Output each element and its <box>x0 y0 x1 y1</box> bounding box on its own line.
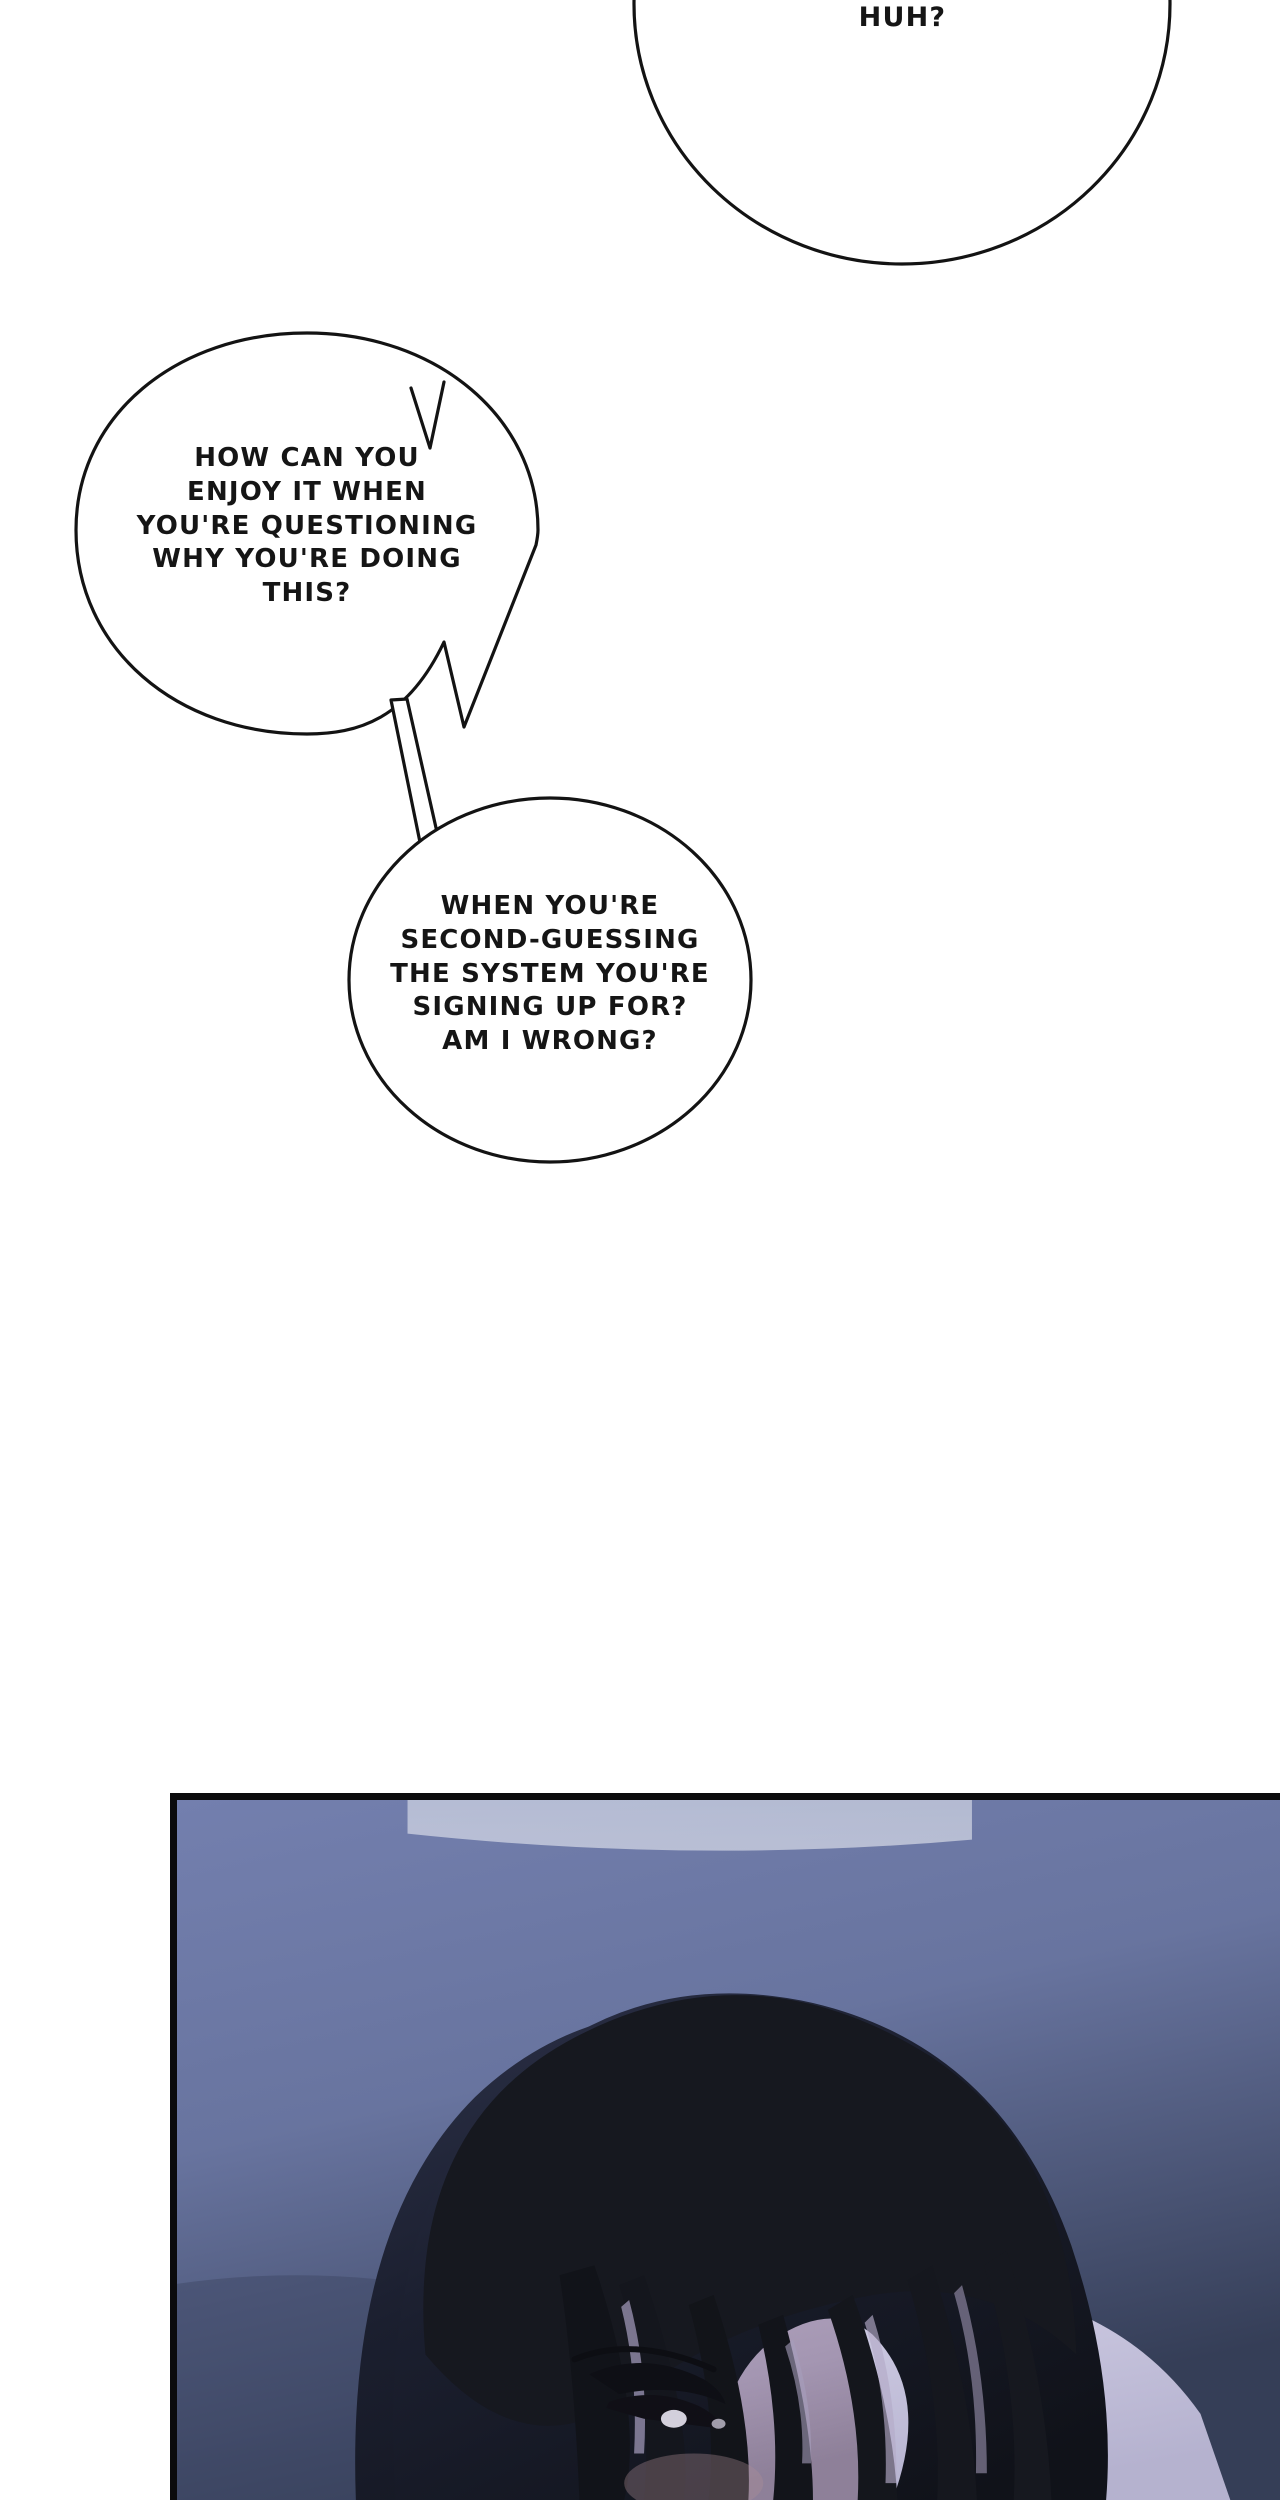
character-eye <box>571 2346 726 2429</box>
artwork-illustration <box>177 1800 1280 2500</box>
speech-bubble-when-youre-second-guessing: WHEN YOU'RE SECOND-GUESSING THE SYSTEM Y… <box>345 697 755 1165</box>
bubble-outline-how <box>74 331 540 736</box>
bubble-outline-when <box>347 796 753 1164</box>
bubble-text-when: WHEN YOU'RE SECOND-GUESSING THE SYSTEM Y… <box>390 891 710 1057</box>
speech-bubble-huh: HUH? <box>630 0 1175 267</box>
bubble-outline-huh <box>632 0 1172 266</box>
bubble-text-huh: HUH? <box>858 2 947 33</box>
speech-bubble-how-can-you-enjoy: HOW CAN YOU ENJOY IT WHEN YOU'RE QUESTIO… <box>72 330 542 740</box>
artwork-panel <box>170 1793 1280 2500</box>
bubble-text-how: HOW CAN YOU ENJOY IT WHEN YOU'RE QUESTIO… <box>136 443 478 609</box>
bubble-notch-how <box>409 380 446 450</box>
